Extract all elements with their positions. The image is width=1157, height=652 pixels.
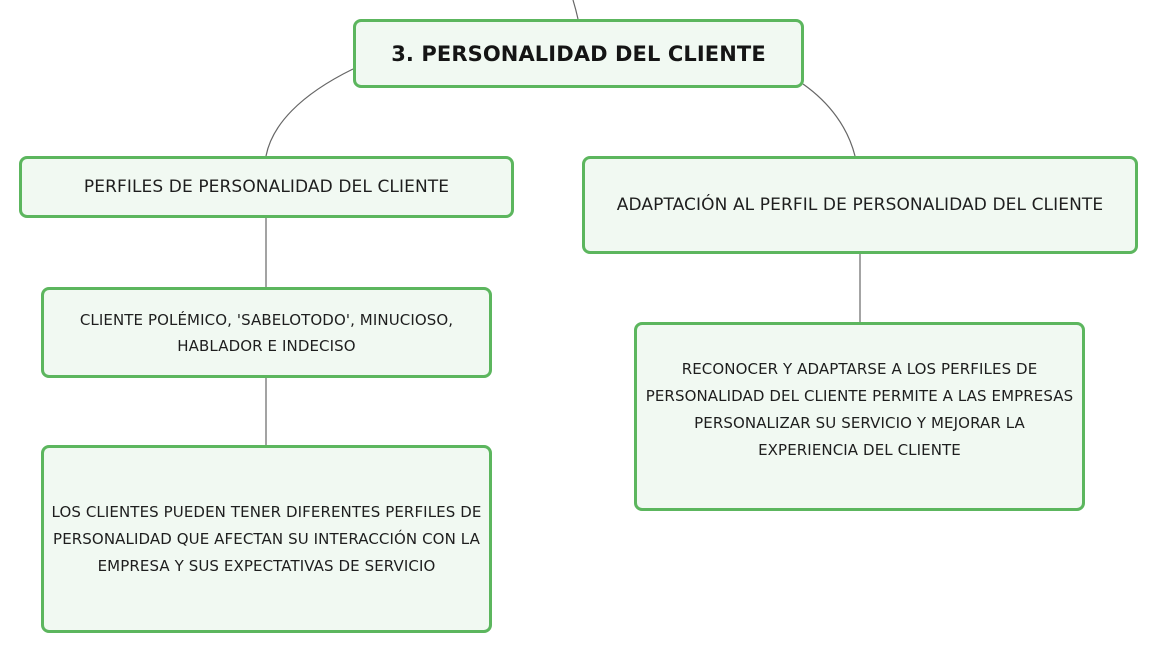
leaf-node-adaptacion-descripcion[interactable]: RECONOCER Y ADAPTARSE A LOS PERFILES DE … [634, 322, 1085, 511]
leaf-label-adaptacion-descripcion: RECONOCER Y ADAPTARSE A LOS PERFILES DE … [645, 359, 1074, 459]
connector-from-parent [572, 0, 579, 20]
leaf-node-tipos-cliente[interactable]: CLIENTE POLÉMICO, 'SABELOTODO', MINUCIOS… [41, 287, 492, 378]
branch-label-adaptacion: ADAPTACIÓN AL PERFIL DE PERSONALIDAD DEL… [616, 195, 1104, 215]
leaf-label-tipos-cliente: CLIENTE POLÉMICO, 'SABELOTODO', MINUCIOS… [79, 310, 454, 355]
leaf-label-perfiles-descripcion: LOS CLIENTES PUEDEN TENER DIFERENTES PER… [51, 502, 482, 575]
branch-label-perfiles: PERFILES DE PERSONALIDAD DEL CLIENTE [83, 177, 450, 197]
leaf-node-perfiles-descripcion[interactable]: LOS CLIENTES PUEDEN TENER DIFERENTES PER… [41, 445, 492, 633]
branch-node-adaptacion[interactable]: ADAPTACIÓN AL PERFIL DE PERSONALIDAD DEL… [582, 156, 1138, 254]
branch-node-perfiles[interactable]: PERFILES DE PERSONALIDAD DEL CLIENTE [19, 156, 514, 218]
connector-root-to-right-branch [802, 83, 856, 157]
root-topic-node[interactable]: 3. PERSONALIDAD DEL CLIENTE [353, 19, 804, 88]
connector-root-to-left-branch [265, 68, 354, 157]
root-topic-label: 3. PERSONALIDAD DEL CLIENTE [391, 41, 766, 66]
